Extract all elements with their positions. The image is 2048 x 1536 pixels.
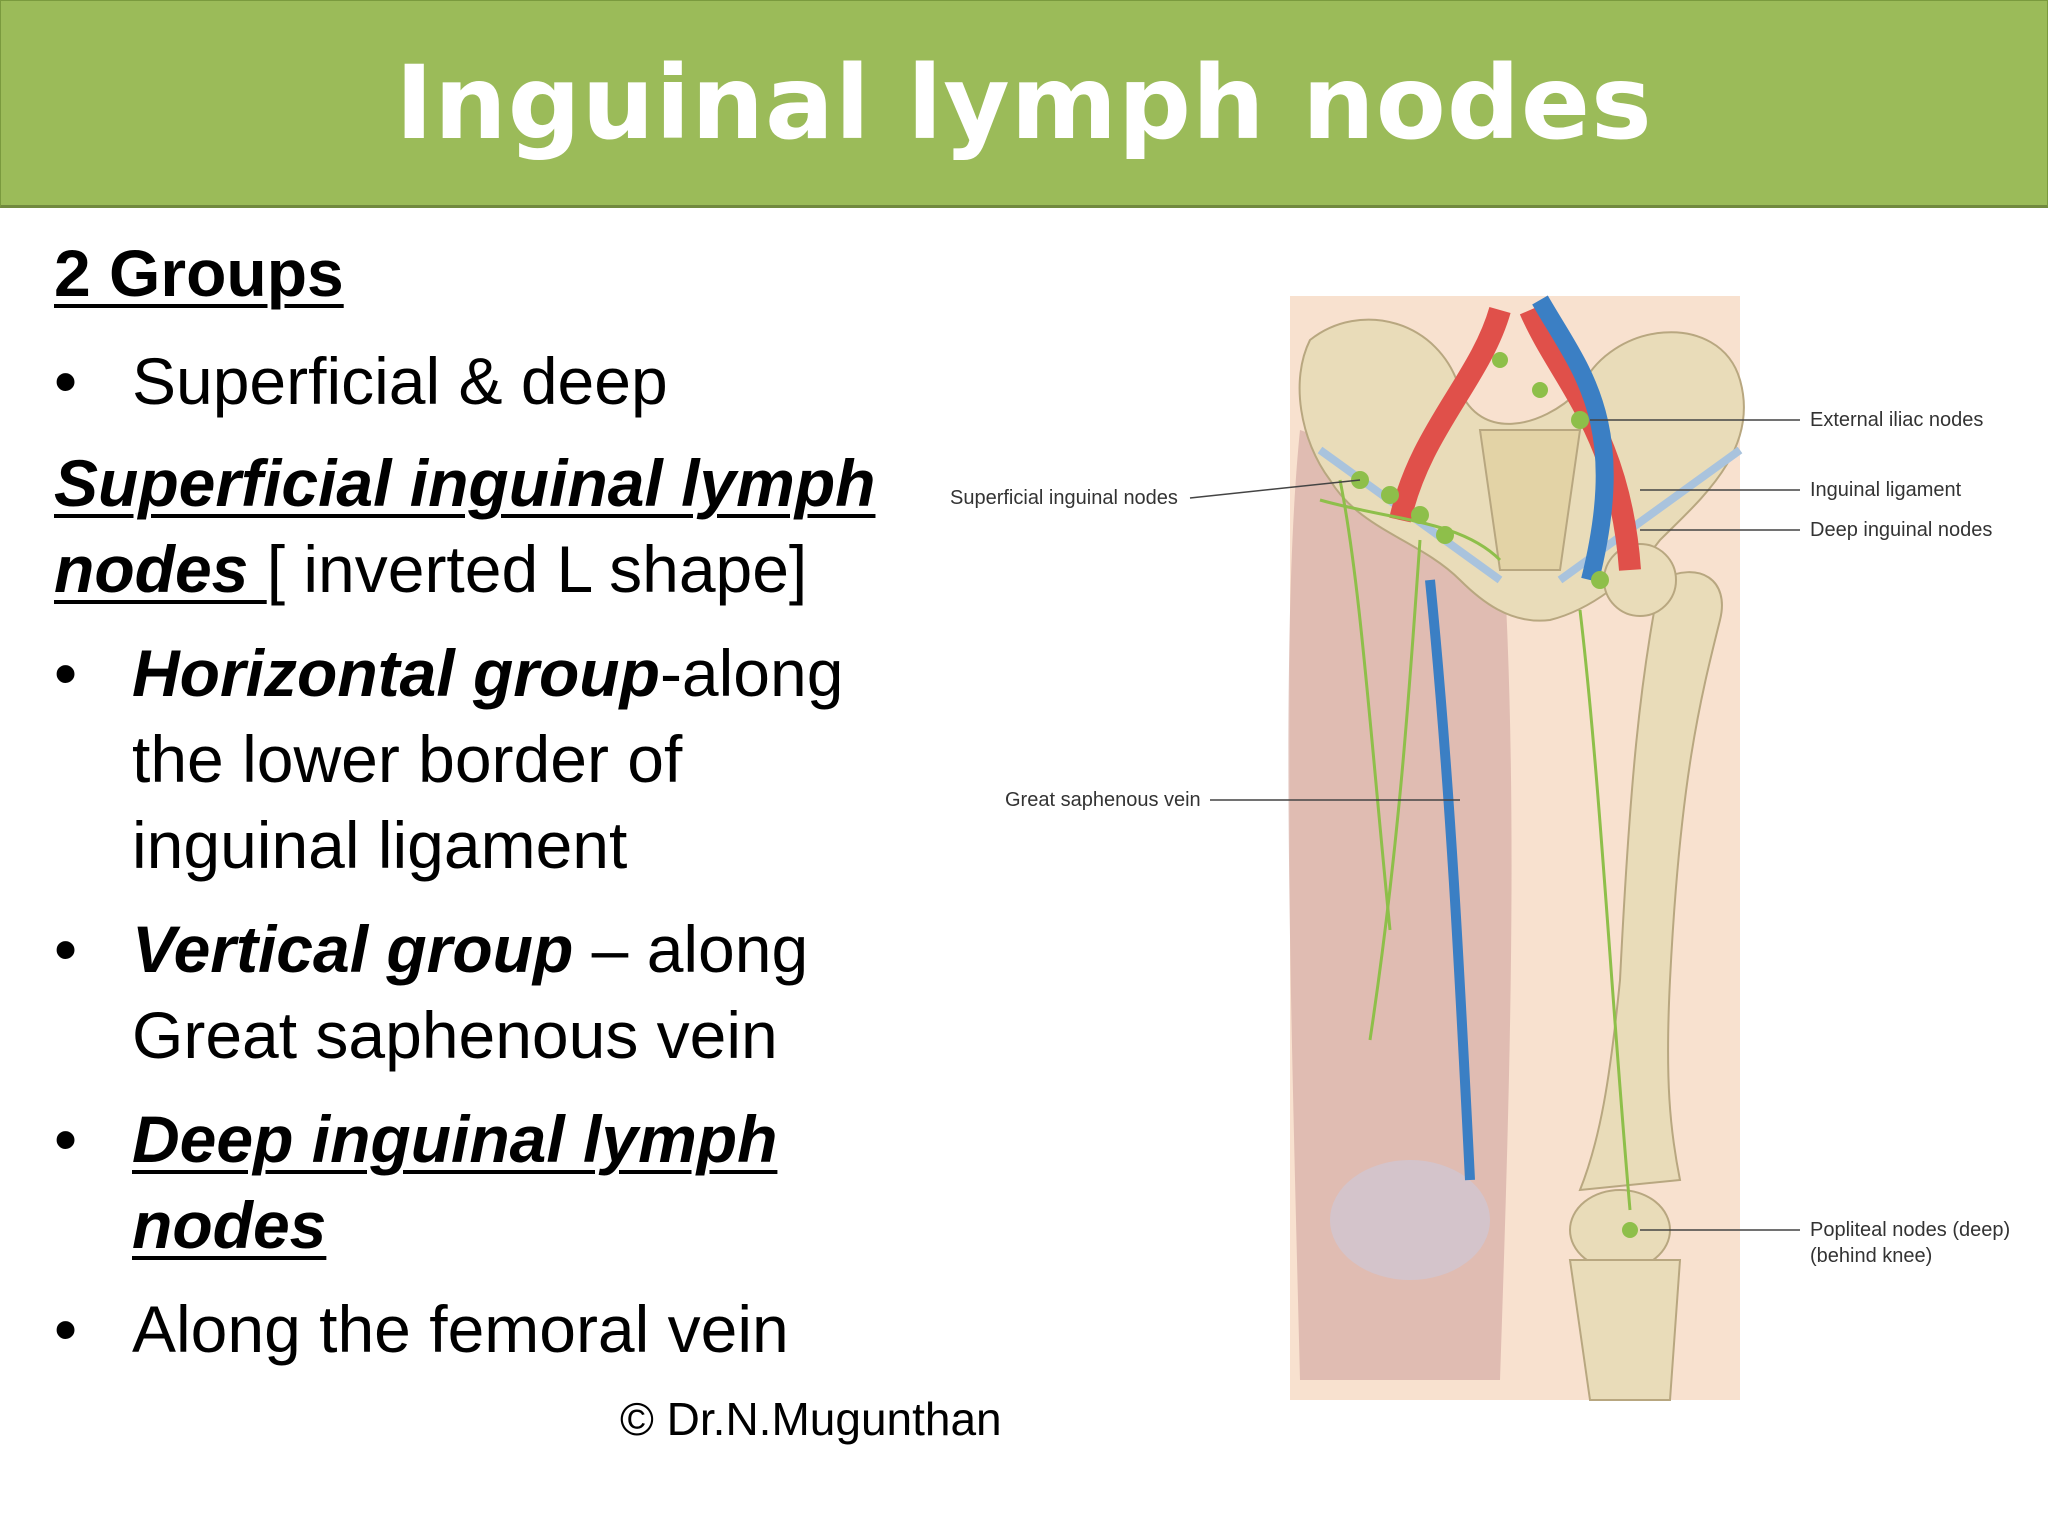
horizontal-rest-3: inguinal ligament (132, 808, 628, 882)
horizontal-term: Horizontal group (132, 636, 660, 710)
label-superficial-inguinal-nodes: Superficial inguinal nodes (950, 487, 1178, 509)
bullet-symbol: • (54, 1292, 78, 1366)
anatomy-illustration: External iliac nodes Inguinal ligament D… (940, 280, 2030, 1410)
superficial-heading-nodes: nodes (54, 532, 267, 606)
femoral-head (1603, 543, 1677, 617)
vertical-term: Vertical group (132, 912, 574, 986)
vertical-rest-1: – along (573, 912, 809, 986)
bullet-text: Horizontal group-along (132, 630, 843, 716)
lower-limb-lymph-diagram: External iliac nodes Inguinal ligament D… (950, 295, 2010, 1401)
knee-left (1330, 1160, 1490, 1280)
copyright-credit: © Dr.N.Mugunthan (620, 1393, 1002, 1445)
tibia (1568, 1259, 1682, 1401)
bullet-text: Along the femoral vein (132, 1292, 789, 1366)
label-inguinal-ligament: Inguinal ligament (1810, 479, 1962, 501)
groups-heading: 2 Groups (54, 236, 344, 310)
superficial-heading-note: [ inverted L shape] (266, 532, 808, 606)
label-external-iliac-nodes: External iliac nodes (1810, 409, 1983, 431)
external-iliac-artery-left (1389, 306, 1511, 523)
label-popliteal-behind-knee: (behind knee) (1810, 1245, 1932, 1267)
horizontal-rest-2: the lower border of (132, 722, 683, 796)
label-great-saphenous-vein: Great saphenous vein (1005, 789, 1201, 811)
deep-heading-1: Deep inguinal lymph (132, 1102, 778, 1176)
bullet-symbol: • (54, 1102, 78, 1176)
bullet-symbol: • (54, 912, 78, 986)
label-popliteal-nodes: Popliteal nodes (deep) (1810, 1219, 2010, 1241)
title-bar: Inguinal lymph nodes (0, 0, 2048, 208)
superficial-heading-line-2: nodes [ inverted L shape] (54, 526, 807, 612)
lymph-nodes (1351, 352, 1638, 1238)
label-deep-inguinal-nodes: Deep inguinal nodes (1810, 519, 1992, 541)
bullet-text: Vertical group – along (132, 906, 808, 992)
sacrum (1478, 429, 1582, 571)
bullet-symbol: • (54, 636, 78, 710)
thigh-muscles (1288, 430, 1512, 1380)
external-iliac-vein (1532, 295, 1614, 583)
slide-title: Inguinal lymph nodes (395, 43, 1653, 163)
bullet-symbol: • (54, 344, 78, 418)
superficial-heading-line-1: Superficial inguinal lymph (54, 446, 876, 520)
great-saphenous-vein (1425, 579, 1475, 1181)
external-iliac-artery-right (1519, 305, 1641, 571)
horizontal-rest-1: -along (659, 636, 844, 710)
deep-heading-2: nodes (132, 1188, 327, 1262)
vertical-rest-2: Great saphenous vein (132, 998, 778, 1072)
bullet-text: Superficial & deep (132, 344, 668, 418)
